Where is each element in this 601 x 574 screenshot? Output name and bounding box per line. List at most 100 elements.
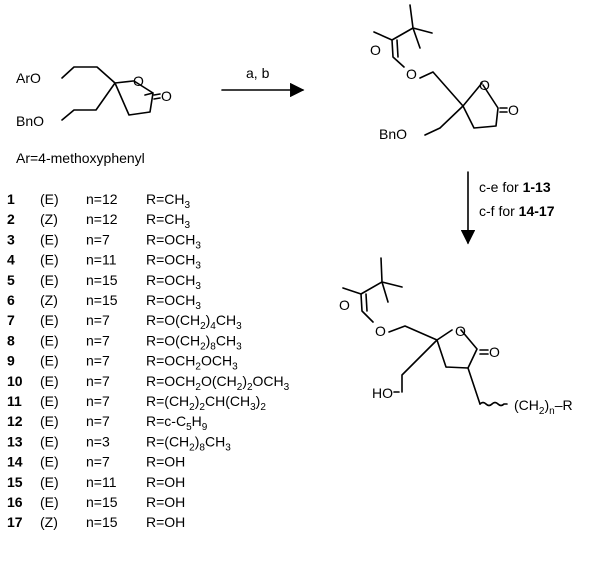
compound-row: 10 (E) n=7 R=OCH2O(CH2)2OCH3 xyxy=(7,373,290,393)
ester-carbonyl-oxygen: O xyxy=(339,297,350,313)
compound-row: 4 (E) n=11 R=OCH3 xyxy=(7,252,201,272)
ester-oxygen: O xyxy=(406,66,417,82)
benzyloxy-label: BnO xyxy=(379,126,407,142)
compound-r-group: R=OCH2OCH3 xyxy=(146,353,238,373)
compound-configuration: (E) xyxy=(40,413,59,429)
reagents-step1: a, b xyxy=(246,65,270,81)
compound-number: 5 xyxy=(7,272,15,288)
compound-number: 11 xyxy=(7,393,22,409)
compound-configuration: (E) xyxy=(40,474,59,490)
compound-chain-length: n=7 xyxy=(86,231,110,247)
compound-number: 6 xyxy=(7,292,15,308)
compound-r-group: R=(CH2)8CH3 xyxy=(146,433,231,453)
compound-configuration: (E) xyxy=(40,332,59,348)
compound-number: 4 xyxy=(7,252,15,268)
compound-chain-length: n=7 xyxy=(86,332,110,348)
compound-configuration: (E) xyxy=(40,373,59,389)
ester-carbonyl-oxygen: O xyxy=(370,42,381,58)
reagents-step2-line1: c-e for 1-13 xyxy=(479,179,551,195)
carbonyl-oxygen-label: O xyxy=(489,344,500,360)
compound-chain-length: n=11 xyxy=(86,252,117,268)
compound-row: 5 (E) n=15 R=OCH3 xyxy=(7,272,201,292)
compound-configuration: (E) xyxy=(40,454,59,470)
compound-number: 10 xyxy=(7,373,23,389)
compound-configuration: (E) xyxy=(40,272,59,288)
carbonyl-oxygen-label: O xyxy=(161,88,172,104)
compound-configuration: (E) xyxy=(40,393,59,409)
compound-chain-length: n=15 xyxy=(86,514,118,530)
compound-row: 12 (E) n=7 R=c-C5H9 xyxy=(7,413,208,433)
compound-configuration: (E) xyxy=(40,312,59,328)
compound-chain-length: n=7 xyxy=(86,373,110,389)
compound-r-group: R=OCH3 xyxy=(146,272,201,292)
compound-r-group: R=c-C5H9 xyxy=(146,413,208,433)
compound-r-group: R=(CH2)2CH(CH3)2 xyxy=(146,393,266,413)
compound-number: 14 xyxy=(7,454,23,470)
compound-r-group: R=CH3 xyxy=(146,191,191,211)
benzyloxy-label: BnO xyxy=(16,113,44,129)
compound-row: 11 (E) n=7 R=(CH2)2CH(CH3)2 xyxy=(7,393,266,413)
compound-number: 9 xyxy=(7,353,15,369)
reaction-arrow-2: c-e for 1-13 c-f for 14-17 xyxy=(460,171,555,245)
compound-r-group: R=OCH3 xyxy=(146,231,201,251)
reaction-arrow-1: a, b xyxy=(221,65,305,98)
compound-row: 6 (Z) n=15 R=OCH3 xyxy=(7,292,201,312)
compound-row: 17 (Z) n=15 R=OH xyxy=(7,514,185,530)
compound-r-group: R=OCH2O(CH2)2OCH3 xyxy=(146,373,290,393)
compound-number: 2 xyxy=(7,211,15,227)
ring-oxygen-label: O xyxy=(455,323,466,339)
compound-configuration: (E) xyxy=(40,494,59,510)
compound-number: 8 xyxy=(7,332,15,348)
compound-number: 12 xyxy=(7,413,23,429)
compound-chain-length: n=3 xyxy=(86,433,110,449)
compound-chain-length: n=7 xyxy=(86,413,110,429)
compound-chain-length: n=15 xyxy=(86,272,118,288)
compound-configuration: (E) xyxy=(40,252,59,268)
compound-configuration: (Z) xyxy=(40,292,58,308)
compound-number: 1 xyxy=(7,191,15,207)
compound-row: 13 (E) n=3 R=(CH2)8CH3 xyxy=(7,433,231,453)
compound-r-group: R=OCH3 xyxy=(146,292,201,312)
intermediate-compound: O O O O BnO xyxy=(370,4,519,142)
ring-oxygen-label: O xyxy=(479,77,490,93)
carbonyl-oxygen-label: O xyxy=(508,102,519,118)
product-compound: O O O O HO (CH2)n–R xyxy=(339,257,573,417)
ester-oxygen: O xyxy=(375,323,386,339)
compound-chain-length: n=15 xyxy=(86,292,118,308)
compound-r-group: R=OH xyxy=(146,454,185,470)
compound-row: 2 (Z) n=12 R=CH3 xyxy=(7,211,191,231)
compound-configuration: (E) xyxy=(40,433,59,449)
compound-chain-length: n=7 xyxy=(86,353,110,369)
compound-r-group: R=OH xyxy=(146,474,185,490)
aryloxy-label: ArO xyxy=(16,70,41,86)
compound-r-group: R=OH xyxy=(146,494,185,510)
compound-chain-length: n=12 xyxy=(86,191,118,207)
compound-number: 7 xyxy=(7,312,15,328)
compound-number: 13 xyxy=(7,433,23,449)
compound-r-group: R=OH xyxy=(146,514,185,530)
compound-configuration: (Z) xyxy=(40,211,58,227)
compound-r-group: R=CH3 xyxy=(146,211,191,231)
compound-chain-length: n=11 xyxy=(86,474,117,490)
side-chain-label: (CH2)n–R xyxy=(514,397,573,417)
compound-number: 3 xyxy=(7,231,15,247)
compound-r-group: R=O(CH2)4CH3 xyxy=(146,312,242,332)
aryl-definition: Ar=4-methoxyphenyl xyxy=(16,150,145,166)
compound-chain-length: n=15 xyxy=(86,494,118,510)
hydroxyl-label: HO xyxy=(372,385,393,401)
compound-chain-length: n=7 xyxy=(86,312,110,328)
compound-row: 8 (E) n=7 R=O(CH2)8CH3 xyxy=(7,332,242,352)
compound-number: 17 xyxy=(7,514,23,530)
compound-chain-length: n=12 xyxy=(86,211,118,227)
compound-chain-length: n=7 xyxy=(86,393,110,409)
compound-r-group: R=OCH3 xyxy=(146,252,201,272)
compound-r-group: R=O(CH2)8CH3 xyxy=(146,332,242,352)
compound-configuration: (Z) xyxy=(40,514,58,530)
